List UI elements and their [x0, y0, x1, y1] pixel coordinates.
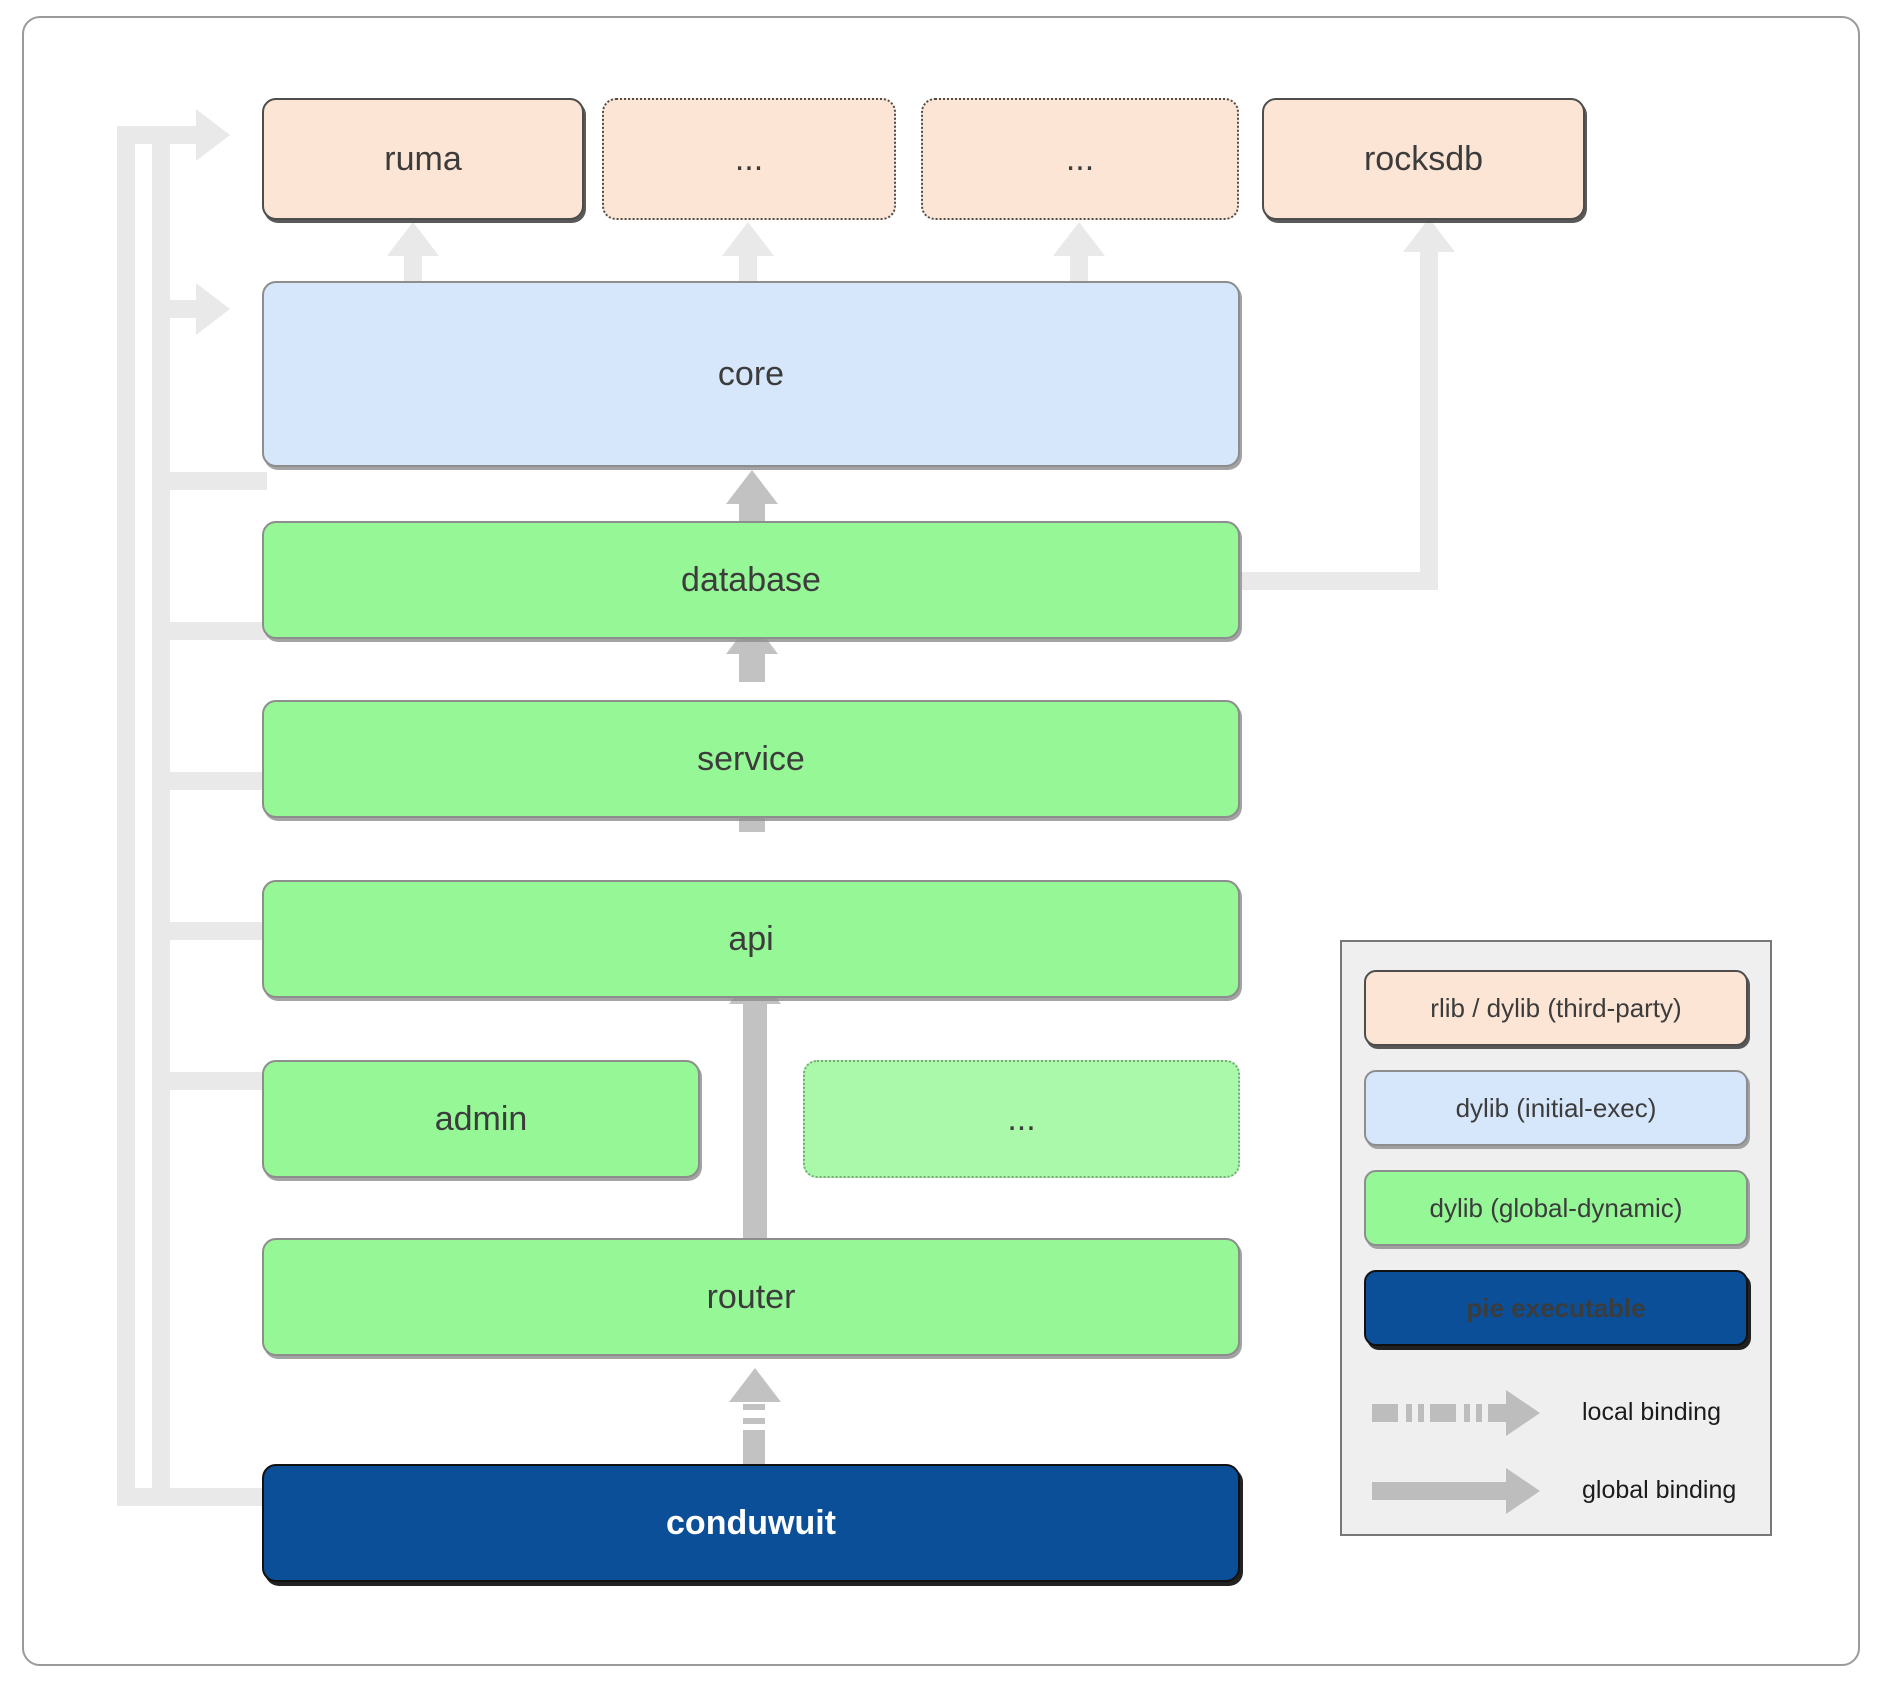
- node-ellipsis-admin-row-label: ...: [1007, 1100, 1036, 1138]
- core-to-ellipsis2-arrowhead: [1053, 222, 1105, 256]
- left-bus-trunk: [117, 126, 135, 1506]
- router-to-api-shaft: [743, 1000, 767, 1238]
- database-to-rocksdb-arrowhead: [1403, 218, 1455, 252]
- node-router[interactable]: router: [262, 1238, 1240, 1356]
- legend-swatch-global-dynamic: dylib (global-dynamic): [1364, 1170, 1748, 1246]
- left-bus-arrowhead-core: [196, 283, 230, 335]
- solid-arrow-icon: [1364, 1464, 1564, 1516]
- conduwuit-to-router-shaft-seg2: [743, 1418, 765, 1424]
- node-rocksdb[interactable]: rocksdb: [1262, 98, 1585, 220]
- left-bus-branch-api: [152, 772, 267, 790]
- legend-swatch-pie-executable: pie executable: [1364, 1270, 1748, 1346]
- node-api-label: api: [728, 920, 774, 958]
- left-bus-inner-riser: [152, 318, 170, 1506]
- legend-row-local-binding: local binding: [1364, 1386, 1756, 1438]
- legend-swatch-third-party: rlib / dylib (third-party): [1364, 970, 1748, 1046]
- node-conduwuit[interactable]: conduwuit: [262, 1464, 1240, 1582]
- node-ellipsis-admin-row[interactable]: ...: [803, 1060, 1240, 1178]
- legend-label-third-party: rlib / dylib (third-party): [1430, 992, 1682, 1023]
- node-ellipsis-top-2-label: ...: [1065, 140, 1095, 178]
- core-to-ellipsis1-arrowhead: [722, 222, 774, 256]
- service-to-database-shaft: [739, 650, 765, 682]
- legend-label-initial-exec: dylib (initial-exec): [1455, 1092, 1657, 1123]
- dashed-arrow-icon: [1364, 1386, 1564, 1438]
- conduwuit-to-router-shaft-seg1: [743, 1430, 765, 1464]
- core-to-ellipsis1-shaft: [739, 252, 757, 284]
- database-to-rocksdb-horizontal: [1238, 572, 1438, 590]
- database-to-rocksdb-riser: [1420, 250, 1438, 590]
- node-admin[interactable]: admin: [262, 1060, 700, 1178]
- database-to-core-arrowhead: [726, 470, 778, 504]
- legend-row-global-binding: global binding: [1364, 1464, 1756, 1516]
- node-ellipsis-top-2[interactable]: ...: [921, 98, 1239, 220]
- node-core[interactable]: core: [262, 281, 1240, 467]
- left-bus-branch-service: [152, 622, 267, 640]
- left-bus-branch-database: [152, 472, 267, 490]
- legend-swatch-initial-exec: dylib (initial-exec): [1364, 1070, 1748, 1146]
- left-bus-to-conduwuit: [117, 1488, 267, 1506]
- node-core-label: core: [717, 355, 785, 393]
- node-ellipsis-top-1[interactable]: ...: [602, 98, 896, 220]
- node-admin-label: admin: [434, 1100, 528, 1138]
- node-database[interactable]: database: [262, 521, 1240, 639]
- node-api[interactable]: api: [262, 880, 1240, 998]
- legend-label-global-dynamic: dylib (global-dynamic): [1429, 1192, 1683, 1223]
- node-service[interactable]: service: [262, 700, 1240, 818]
- legend-label-pie-executable: pie executable: [1466, 1292, 1646, 1323]
- node-router-label: router: [706, 1278, 796, 1316]
- legend-label-global-binding: global binding: [1582, 1475, 1737, 1504]
- left-bus-branch-router: [152, 1072, 267, 1090]
- left-bus-branch-ruma: [117, 126, 202, 144]
- node-ruma-label: ruma: [384, 140, 462, 178]
- node-ruma[interactable]: ruma: [262, 98, 584, 220]
- conduwuit-to-router-shaft-seg3: [743, 1404, 765, 1410]
- core-to-ellipsis2-shaft: [1070, 252, 1088, 284]
- core-to-ruma-arrowhead: [387, 222, 439, 256]
- node-database-label: database: [681, 561, 821, 599]
- legend-label-local-binding: local binding: [1582, 1397, 1721, 1426]
- core-to-ruma-shaft: [404, 252, 422, 284]
- node-service-label: service: [697, 740, 805, 778]
- conduwuit-to-router-arrowhead: [729, 1368, 781, 1402]
- legend-panel: rlib / dylib (third-party) dylib (initia…: [1340, 940, 1772, 1536]
- node-conduwuit-label: conduwuit: [666, 1504, 836, 1542]
- left-bus-branch-admin: [152, 922, 267, 940]
- node-rocksdb-label: rocksdb: [1363, 140, 1484, 178]
- left-bus-riser-core: [152, 144, 170, 318]
- node-ellipsis-top-1-label: ...: [734, 140, 764, 178]
- left-bus-arrowhead-ruma: [196, 109, 230, 161]
